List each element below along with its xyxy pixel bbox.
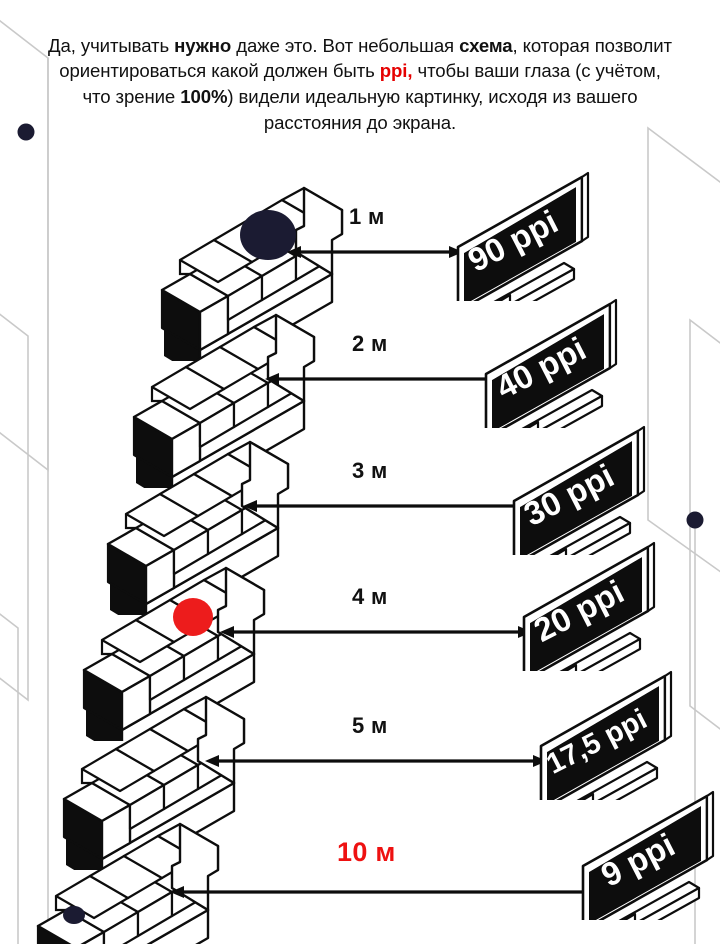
- tv-illustration: 30 ppi: [506, 425, 656, 593]
- distance-row: 2 м 40 ppi: [0, 298, 720, 507]
- distance-label: 5 м: [352, 713, 388, 738]
- sofa-illustration: [68, 556, 268, 760]
- distance-row: 5 м 17,5 ppi: [0, 670, 720, 889]
- distance-row: 3 м 30 ppi: [0, 425, 720, 634]
- intro-text-part: даже это. Вот небольшая: [231, 34, 460, 56]
- tv-illustration: 40 ppi: [478, 298, 628, 466]
- intro-paragraph: Да, учитывать нужно даже это. Вот неболь…: [46, 33, 674, 136]
- intro-text-part: , которая позволит ориентироваться какой…: [59, 34, 672, 82]
- intro-text-part: ) видели идеальную картинку, исходя из в…: [227, 86, 638, 133]
- distance-arrow: [263, 369, 501, 394]
- distance-row: 1 м 90 ppi: [0, 171, 720, 380]
- intro-text-part: чтобы ваши глаза (с учётом, что зрение: [82, 60, 661, 108]
- distance-label: 3 м: [352, 458, 388, 483]
- intro-bold-100: 100%: [180, 86, 228, 108]
- decor-dot-left: [17, 123, 35, 141]
- seated-person-marker: [240, 210, 296, 260]
- tv-illustration: 20 ppi: [516, 541, 666, 709]
- distance-arrow: [285, 242, 465, 267]
- distance-arrow: [241, 496, 529, 521]
- intro-bold-nuzhno: нужно: [174, 34, 232, 56]
- sofa-illustration: [22, 812, 222, 944]
- distance-row: 10 м 9 ppi: [0, 790, 720, 944]
- seated-person-marker: [63, 906, 85, 924]
- distance-label: 2 м: [352, 331, 388, 356]
- intro-text-part: Да, учитывать: [48, 34, 175, 56]
- distance-label: 1 м: [349, 204, 385, 229]
- distance-label: 10 м: [337, 837, 396, 867]
- intro-bold-shema: схема: [459, 34, 513, 56]
- distance-arrow: [203, 751, 549, 776]
- distance-arrow: [218, 622, 534, 647]
- distance-label: 4 м: [352, 584, 388, 609]
- distance-row: 4 м 20 ppi: [0, 541, 720, 760]
- seated-person-marker: [173, 598, 213, 636]
- tv-illustration: 9 ppi: [575, 790, 720, 944]
- tv-illustration: 17,5 ppi: [533, 670, 688, 838]
- intro-highlight-ppi: ppi,: [379, 60, 413, 82]
- tv-illustration: 90 ppi: [450, 171, 600, 339]
- sofa-illustration: [146, 176, 346, 380]
- distance-arrow: [168, 882, 602, 907]
